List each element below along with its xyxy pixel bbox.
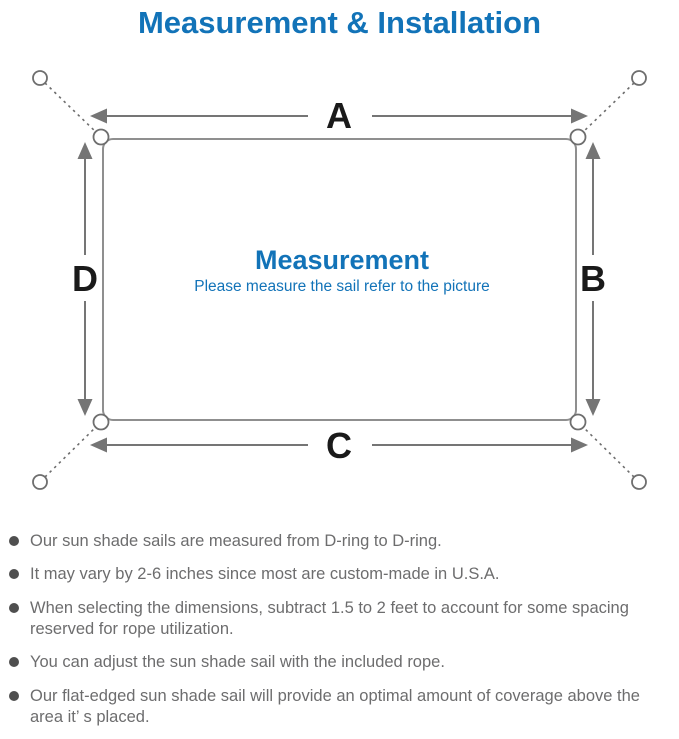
anchor-ring-icon-bottom-right <box>631 473 647 490</box>
list-item: When selecting the dimensions, subtract … <box>9 598 669 641</box>
dimension-arrow-c <box>90 437 588 453</box>
dimension-label-a: A <box>326 95 352 136</box>
dimension-label-d: D <box>72 258 98 299</box>
d-ring-icon-bottom-right <box>569 413 587 431</box>
diagram-center-subtitle: Please measure the sail refer to the pic… <box>194 278 490 295</box>
list-item: It may vary by 2-6 inches since most are… <box>9 564 669 585</box>
list-item: Our flat-edged sun shade sail will provi… <box>9 686 669 729</box>
anchor-ring-icon-top-right <box>631 69 647 86</box>
rope-line-top-right <box>581 82 635 134</box>
dimension-label-c: C <box>326 425 352 466</box>
sail-outline <box>102 137 577 421</box>
dimension-arrow-a <box>90 108 588 124</box>
list-item: Our sun shade sails are measured from D-… <box>9 531 669 552</box>
dimension-arrow-d <box>77 141 93 416</box>
rope-line-top-left <box>44 82 98 134</box>
dimension-label-b: B <box>580 258 606 299</box>
dimension-arrow-b <box>585 141 601 416</box>
bullet-dot-icon <box>9 569 19 580</box>
bullet-text: Our sun shade sails are measured from D-… <box>30 531 442 550</box>
bullet-dot-icon <box>9 602 19 613</box>
measurement-diagram: A C D B Measurement Please measure the s… <box>32 69 647 490</box>
anchor-ring-icon-top-left <box>32 69 48 86</box>
bullet-text: Our flat-edged sun shade sail will provi… <box>30 686 640 727</box>
bullet-dot-icon <box>9 657 19 668</box>
bullet-dot-icon <box>9 535 19 546</box>
rope-line-bottom-right <box>581 425 635 478</box>
rope-line-bottom-left <box>44 425 98 478</box>
list-item: You can adjust the sun shade sail with t… <box>9 652 669 673</box>
d-ring-icon-bottom-left <box>92 413 110 431</box>
page-title: Measurement & Installation <box>137 5 542 40</box>
d-ring-icon-top-left <box>92 128 110 146</box>
bullet-dot-icon <box>9 690 19 701</box>
anchor-ring-icon-bottom-left <box>32 473 48 490</box>
diagram-center-title: Measurement <box>255 245 429 275</box>
bullet-text: You can adjust the sun shade sail with t… <box>30 653 445 672</box>
bullet-text: When selecting the dimensions, subtract … <box>30 598 629 638</box>
bullet-list: Our sun shade sails are measured from D-… <box>0 531 679 729</box>
d-ring-icon-top-right <box>569 128 587 146</box>
bullet-text: It may vary by 2-6 inches since most are… <box>30 565 500 584</box>
